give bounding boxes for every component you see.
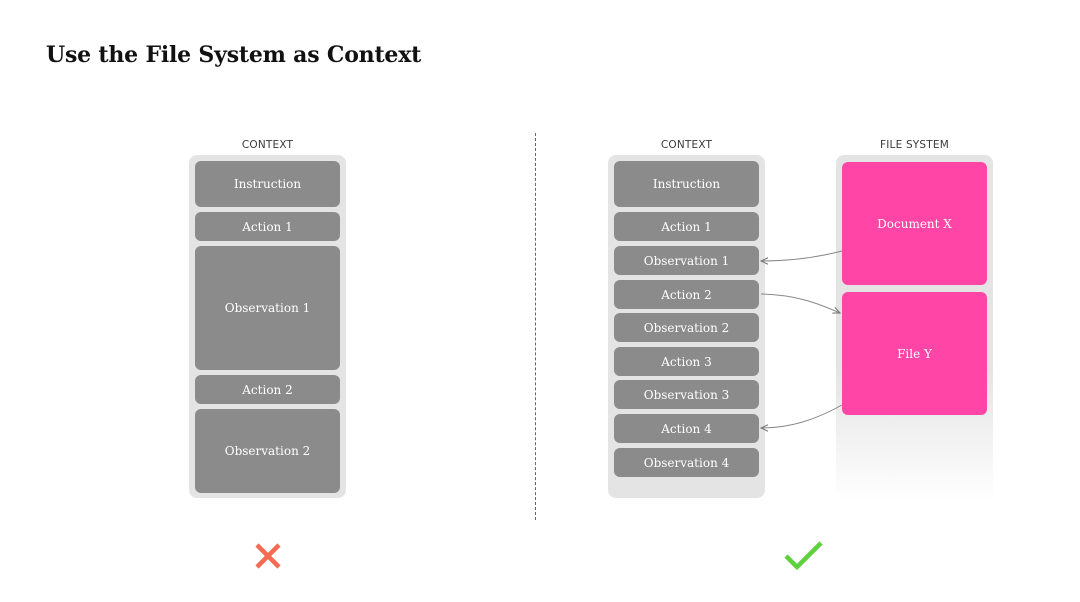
left-observation-1-block: Observation 1 bbox=[195, 246, 340, 370]
right-observation-4-block: Observation 4 bbox=[614, 448, 759, 477]
right-observation-1-block: Observation 1 bbox=[614, 246, 759, 275]
arrow-file-y-to-action-4 bbox=[761, 404, 843, 428]
document-x-file: Document X bbox=[842, 162, 987, 285]
right-action-1-block: Action 1 bbox=[614, 212, 759, 241]
right-action-3-block: Action 3 bbox=[614, 347, 759, 376]
file-y-file: File Y bbox=[842, 292, 987, 415]
cross-icon bbox=[255, 543, 281, 569]
divider-line bbox=[535, 133, 536, 520]
check-icon bbox=[784, 541, 823, 571]
arrow-action-2-to-file-y bbox=[760, 293, 840, 313]
right-observation-3-block: Observation 3 bbox=[614, 380, 759, 409]
right-observation-2-block: Observation 2 bbox=[614, 313, 759, 342]
left-action-1-block: Action 1 bbox=[195, 212, 340, 241]
right-action-2-block: Action 2 bbox=[614, 280, 759, 309]
left-instruction-block: Instruction bbox=[195, 161, 340, 207]
file-system-label: FILE SYSTEM bbox=[879, 139, 949, 151]
arrow-document-x-to-observation-1 bbox=[761, 250, 843, 261]
left-context-label: CONTEXT bbox=[241, 139, 294, 151]
right-context-label: CONTEXT bbox=[660, 139, 713, 151]
right-instruction-block: Instruction bbox=[614, 161, 759, 207]
left-observation-2-block: Observation 2 bbox=[195, 409, 340, 493]
left-action-2-block: Action 2 bbox=[195, 375, 340, 404]
right-action-4-block: Action 4 bbox=[614, 414, 759, 443]
page-title: Use the File System as Context bbox=[46, 42, 422, 68]
